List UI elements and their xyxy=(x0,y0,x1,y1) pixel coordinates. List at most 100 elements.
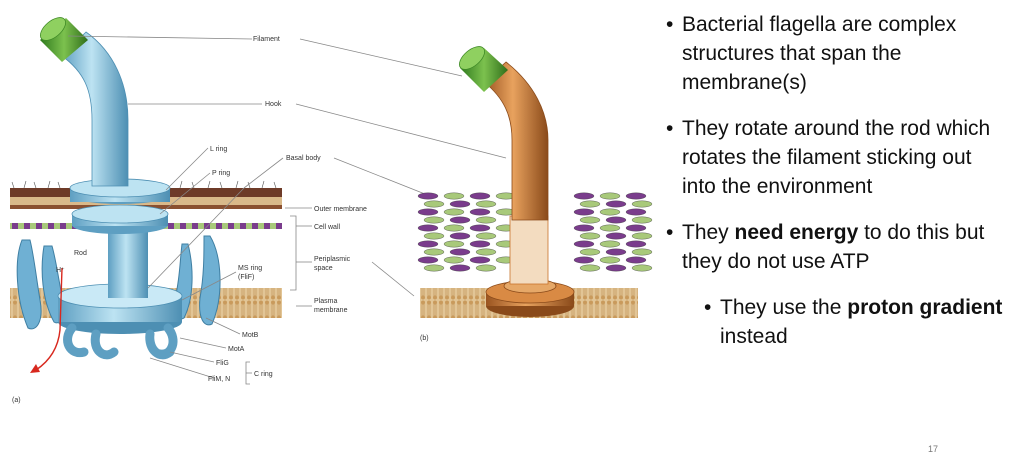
peptidoglycan-unit xyxy=(469,192,491,200)
peptidoglycan-unit xyxy=(625,208,647,216)
hook-b xyxy=(483,61,549,221)
peptidoglycan-unit xyxy=(625,240,647,248)
page-number: 17 xyxy=(928,444,939,454)
peptidoglycan-unit xyxy=(625,224,647,232)
peptidoglycan-unit xyxy=(475,232,497,240)
peptidoglycan-unit xyxy=(605,232,627,240)
bullet-4-post: instead xyxy=(720,325,788,348)
peptidoglycan-unit xyxy=(417,192,439,200)
label-proton: H⁺ xyxy=(56,267,65,274)
peptidoglycan-unit xyxy=(449,200,471,208)
bullet-3: • They need energy to do this but they d… xyxy=(666,218,1006,276)
label-plasma-line1: Plasma xyxy=(314,298,337,305)
peptidoglycan-unit xyxy=(423,232,445,240)
bullet-3-pre: They xyxy=(682,221,735,244)
bullet-1: • Bacterial flagella are complex structu… xyxy=(666,10,1006,97)
bullet-marker: • xyxy=(666,117,674,140)
peptidoglycan-unit xyxy=(443,208,465,216)
panel-b: (b) xyxy=(417,46,653,342)
peptidoglycan-unit xyxy=(631,216,653,224)
label-flig: FliG xyxy=(216,360,229,367)
peptidoglycan-unit xyxy=(631,264,653,272)
peptidoglycan-unit xyxy=(599,240,621,248)
peptidoglycan-unit xyxy=(449,248,471,256)
label-motb: MotB xyxy=(242,332,259,339)
label-rod: Rod xyxy=(74,250,87,257)
label-basal-body: Basal body xyxy=(286,155,321,162)
peptidoglycan-unit xyxy=(605,200,627,208)
peptidoglycan-unit xyxy=(469,224,491,232)
peptidoglycan-unit xyxy=(631,200,653,208)
bullet-2: • They rotate around the rod which rotat… xyxy=(666,114,1006,201)
flagellum-diagram: Filament Hook Basal body L ring P ring O… xyxy=(10,17,653,404)
bullet-marker: • xyxy=(666,13,674,36)
peptidoglycan-unit xyxy=(475,216,497,224)
label-ms-ring-line1: MS ring xyxy=(238,265,262,272)
peptidoglycan-unit xyxy=(417,208,439,216)
peptidoglycan-unit xyxy=(599,256,621,264)
peptidoglycan-unit xyxy=(449,216,471,224)
peptidoglycan-unit xyxy=(579,264,601,272)
bullet-1-text: Bacterial flagella are complex structure… xyxy=(682,13,957,94)
peptidoglycan-unit xyxy=(599,192,621,200)
label-periplasmic-line2: space xyxy=(314,265,333,272)
label-cell-wall: Cell wall xyxy=(314,224,341,231)
label-c-ring: C ring xyxy=(254,371,273,378)
bullet-list: • Bacterial flagella are complex structu… xyxy=(666,10,1006,368)
peptidoglycan-unit xyxy=(631,232,653,240)
hook-a xyxy=(61,31,129,187)
panel-a: Filament Hook Basal body L ring P ring O… xyxy=(10,17,507,404)
peptidoglycan-unit xyxy=(449,232,471,240)
label-outer-membrane: Outer membrane xyxy=(314,206,367,213)
bullet-4-pre: They use the xyxy=(720,296,848,319)
label-plasma-line2: membrane xyxy=(314,307,348,314)
peptidoglycan-unit xyxy=(417,224,439,232)
bullet-2-text: They rotate around the rod which rotates… xyxy=(682,117,991,198)
peptidoglycan-unit xyxy=(573,240,595,248)
peptidoglycan-unit xyxy=(449,264,471,272)
peptidoglycan-unit xyxy=(417,256,439,264)
peptidoglycan-unit xyxy=(579,248,601,256)
bullet-3-bold: need energy xyxy=(734,221,859,244)
peptidoglycan-unit xyxy=(469,240,491,248)
peptidoglycan-unit xyxy=(579,216,601,224)
label-p-ring: P ring xyxy=(212,170,230,177)
bullet-4-bold: proton gradient xyxy=(847,296,1003,319)
label-flim-n: FliM, N xyxy=(208,376,230,383)
peptidoglycan-unit xyxy=(605,216,627,224)
peptidoglycan-unit xyxy=(631,248,653,256)
filament-a xyxy=(40,18,88,62)
peptidoglycan-unit xyxy=(469,256,491,264)
peptidoglycan-unit xyxy=(423,264,445,272)
basal-body-a xyxy=(57,178,183,334)
bullet-3-post: to do this but they do not use ATP xyxy=(682,221,985,273)
peptidoglycan-unit xyxy=(579,200,601,208)
peptidoglycan-unit xyxy=(443,192,465,200)
panel-b-label: (b) xyxy=(420,335,429,342)
peptidoglycan-unit xyxy=(423,216,445,224)
peptidoglycan-unit xyxy=(579,232,601,240)
peptidoglycan-unit xyxy=(573,224,595,232)
peptidoglycan-unit xyxy=(599,224,621,232)
peptidoglycan-unit xyxy=(475,200,497,208)
proton-flow-arrow xyxy=(35,267,63,371)
label-ms-ring-line2: (FliF) xyxy=(238,274,254,281)
peptidoglycan-unit xyxy=(625,256,647,264)
peptidoglycan-unit xyxy=(443,224,465,232)
peptidoglycan-unit xyxy=(573,208,595,216)
peptidoglycan-unit xyxy=(573,192,595,200)
label-l-ring: L ring xyxy=(210,146,227,153)
peptidoglycan-unit xyxy=(475,264,497,272)
bullet-marker: • xyxy=(666,221,674,244)
bullet-4-sub: • They use the proton gradient instead xyxy=(704,293,1006,351)
peptidoglycan-unit xyxy=(605,264,627,272)
peptidoglycan-unit xyxy=(443,256,465,264)
peptidoglycan-layer xyxy=(417,192,653,272)
label-filament: Filament xyxy=(253,36,280,43)
peptidoglycan-unit xyxy=(573,256,595,264)
peptidoglycan-unit xyxy=(625,192,647,200)
peptidoglycan-unit xyxy=(469,208,491,216)
bullet-marker: • xyxy=(704,296,712,319)
label-periplasmic-line1: Periplasmic xyxy=(314,256,351,263)
label-hook: Hook xyxy=(265,101,282,108)
